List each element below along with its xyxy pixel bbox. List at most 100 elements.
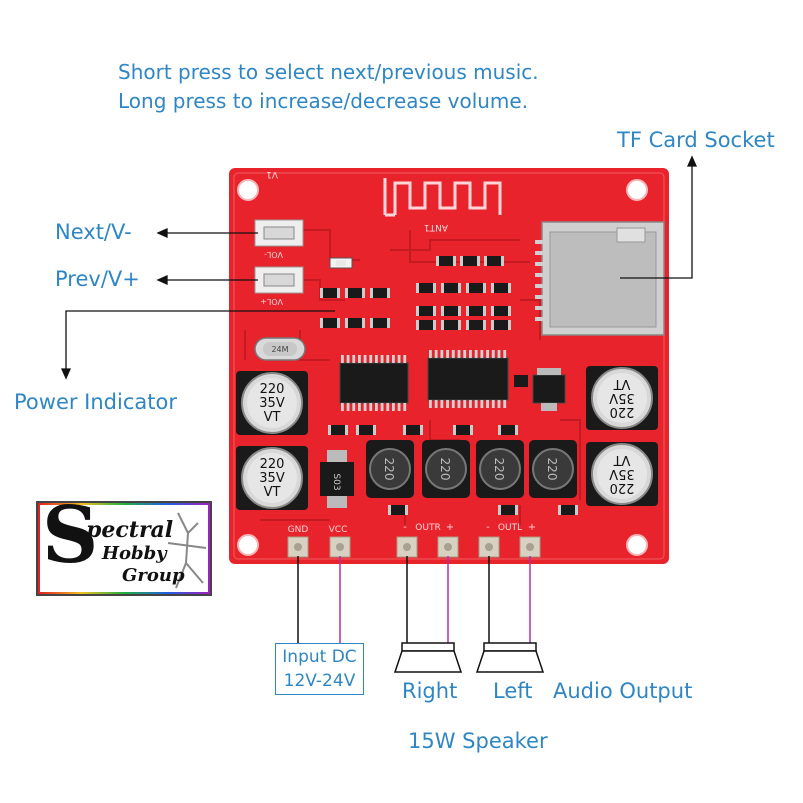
input-dc-box: Input DC 12V-24V	[275, 643, 364, 695]
prev-arrow-icon	[156, 274, 168, 286]
capacitor-text: 220	[260, 382, 285, 397]
power-leader-line	[65, 310, 335, 372]
inductor-text: 220	[438, 458, 452, 481]
logo-line-2: Hobby	[102, 543, 167, 564]
next-button[interactable]	[254, 219, 304, 247]
capacitor-text: 220	[610, 480, 635, 495]
smd-component-array	[320, 256, 578, 515]
mount-hole	[626, 534, 648, 556]
smd-part	[453, 425, 473, 435]
capacitor-text: VT	[614, 452, 631, 467]
inductor-text: 220	[382, 458, 396, 481]
smd-part	[441, 320, 461, 330]
silk-outl: OUTL	[498, 523, 522, 533]
capacitor-text: 220	[260, 457, 285, 472]
logo-line-3: Group	[122, 565, 185, 586]
ic-main	[427, 350, 509, 408]
tf-arrow-icon	[686, 155, 698, 167]
smd-part	[484, 256, 504, 266]
capacitor-text: 35V	[259, 471, 285, 486]
left-label: Left	[493, 679, 533, 703]
crystal-text: 24M	[271, 345, 288, 354]
audio-output-label: Audio Output	[553, 679, 693, 703]
smd-part	[345, 288, 365, 298]
capacitor-text: VT	[264, 485, 281, 500]
capacitor-text: 35V	[609, 390, 635, 405]
smd-part	[345, 318, 365, 328]
smd-part	[466, 320, 486, 330]
power-arrow-icon	[60, 368, 72, 380]
silk-gnd: GND	[288, 525, 309, 535]
terminal-pad	[519, 536, 541, 558]
smd-part	[498, 505, 518, 515]
smd-part	[491, 283, 511, 293]
terminal-pad	[478, 536, 500, 558]
silk-vcc: VCC	[329, 525, 348, 535]
tf-card-label: TF Card Socket	[617, 128, 775, 152]
mount-hole	[237, 534, 259, 556]
right-label: Right	[402, 679, 458, 703]
smd-part	[370, 318, 390, 328]
speaker-left-icon	[475, 642, 545, 673]
smd-part	[416, 320, 436, 330]
terminal-pad	[287, 536, 309, 558]
silk-ant: ANT1	[424, 222, 448, 232]
inductor: 220	[529, 440, 577, 498]
smd-part	[514, 375, 528, 387]
smd-part	[441, 306, 461, 316]
terminal-pad	[329, 536, 351, 558]
smd-part	[320, 288, 340, 298]
smd-part	[466, 283, 486, 293]
smd-part	[416, 306, 436, 316]
mount-hole	[626, 179, 648, 201]
tf-leader-line	[620, 163, 693, 279]
instruction-line-2: Long press to increase/decrease volume.	[118, 89, 529, 113]
power-indicator-label: Power Indicator	[14, 390, 177, 414]
spectral-hobby-group-logo: S pectral Hobby Group	[36, 497, 212, 596]
silk-outl-plus: +	[528, 522, 536, 533]
smd-part	[388, 505, 408, 515]
inductor: 220	[476, 440, 524, 498]
smd-part	[466, 306, 486, 316]
inductor-text: 220	[545, 458, 559, 481]
silk-v1: V1	[266, 169, 278, 179]
silk-outr-plus: +	[446, 522, 454, 533]
crystal	[254, 337, 306, 361]
smd-part	[356, 425, 376, 435]
silk-outr: OUTR	[415, 523, 440, 533]
smd-part	[370, 288, 390, 298]
logo-initial: S	[42, 490, 99, 581]
ic-left	[339, 355, 409, 411]
smd-part	[460, 256, 480, 266]
terminal-pad	[437, 536, 459, 558]
smd-part	[436, 256, 456, 266]
logo-line-1: pectral	[86, 517, 174, 543]
silk-outr-minus: -	[403, 522, 407, 533]
regulator	[532, 368, 566, 411]
smd-part	[320, 318, 340, 328]
instruction-line-1: Short press to select next/previous musi…	[118, 60, 539, 84]
input-dc-line-1: Input DC	[282, 647, 357, 667]
logo-frame	[38, 503, 210, 594]
silk-vol-plus: VOL+	[260, 297, 283, 306]
capacitor-text: 220	[610, 404, 635, 419]
diode-text: S03	[331, 473, 341, 490]
capacitor-text: VT	[614, 376, 631, 391]
prev-button[interactable]	[254, 266, 304, 294]
next-label: Next/V-	[55, 220, 132, 244]
antenna-trace	[383, 178, 502, 217]
diode	[320, 450, 354, 508]
speaker-right-icon	[393, 642, 463, 673]
smd-part	[498, 425, 518, 435]
prev-label: Prev/V+	[55, 267, 140, 291]
capacitor-text: 35V	[609, 466, 635, 481]
smd-part	[328, 425, 348, 435]
inductor: 220	[422, 440, 470, 498]
capacitor-text: 35V	[259, 396, 285, 411]
robot-sketch-icon	[167, 512, 207, 589]
